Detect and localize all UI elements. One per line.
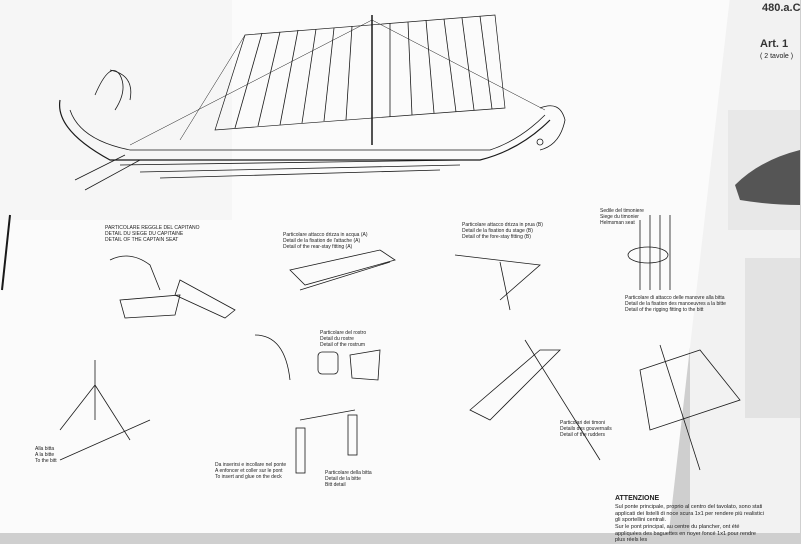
caption-left-1: Alla bitta	[35, 446, 55, 452]
ship-hull	[59, 14, 566, 191]
caption-insert-3: To insert and glue on the deck	[215, 474, 282, 480]
caption-insert-1: Da inserirsi e incollare nel ponte	[215, 462, 287, 468]
caption-bitt-1: Particolare della bitta	[325, 470, 372, 476]
caption-block-b-2: Detail de la fixation du stage (B)	[462, 228, 533, 234]
caption-timon-2: Details des gouvernails	[560, 426, 612, 432]
caption-block-a-3: Detail of the rear-stay fitting (A)	[283, 244, 353, 250]
caption-head-2: Detail du rostre	[320, 336, 354, 342]
drawing-svg	[1, 14, 800, 474]
caption-timon-1: Particolari dei timoni	[560, 420, 606, 426]
caption-left-2: A la bitte	[35, 452, 55, 458]
caption-seat-1: PARTICOLARE REGGLE DEL CAPITANO	[105, 225, 200, 231]
caption-head-3: Detail of the rostrum	[320, 342, 366, 348]
caption-insert-2: A enfoncer et coller sur le pont	[215, 468, 283, 474]
detail-drawings	[1, 214, 741, 474]
caption-bitt-2: Detail de la bitte	[325, 476, 361, 482]
caption-seat-2: DETAIL DU SIEGE DU CAPITAINE	[105, 231, 184, 237]
attention-title: ATTENZIONE	[615, 495, 660, 502]
photo-ship-1	[735, 150, 800, 205]
attention-text-fr: Sur le pont principal, au centre du plan…	[615, 524, 756, 543]
caption-mast-1: Particolare di attacco delle manovre all…	[625, 295, 725, 301]
caption-helm-1: Sedile del timoniere	[600, 208, 644, 214]
attention-text-it: Sul ponte principale, proprio al centro …	[615, 504, 764, 523]
header-sub: ( 2 tavole )	[760, 53, 794, 60]
caption-mast-3: Detail of the rigging fitting to the bit…	[625, 307, 704, 313]
caption-timon-3: Detail of the rudders	[560, 432, 606, 438]
left-strip	[0, 0, 232, 220]
header-art: Art. 1	[760, 38, 789, 50]
caption-seat-3: DETAIL OF THE CAPTAIN SEAT	[105, 237, 179, 243]
caption-helm-2: Siege du timonier	[600, 214, 639, 220]
photo-2	[745, 258, 800, 418]
caption-left-3: To the bitt	[35, 458, 57, 464]
caption-block-b-3: Detail of the fore-stay fitting (B)	[462, 234, 531, 240]
caption-mast-2: Detail de la fixation des manoeuvres a l…	[625, 301, 726, 307]
caption-block-a-1: Particolare attacco drizza in acqua (A)	[283, 232, 368, 238]
caption-head-1: Particolare del rostro	[320, 330, 367, 336]
caption-block-b-1: Particolare attacco drizza in prua (B)	[462, 222, 543, 228]
caption-helm-3: Helmsman seat	[600, 220, 635, 226]
caption-block-a-2: Detail de la fixation de l'attache (A)	[283, 238, 361, 244]
caption-bitt-3: Bitt detail	[325, 482, 346, 488]
header-code: 480.a.C	[762, 2, 801, 14]
